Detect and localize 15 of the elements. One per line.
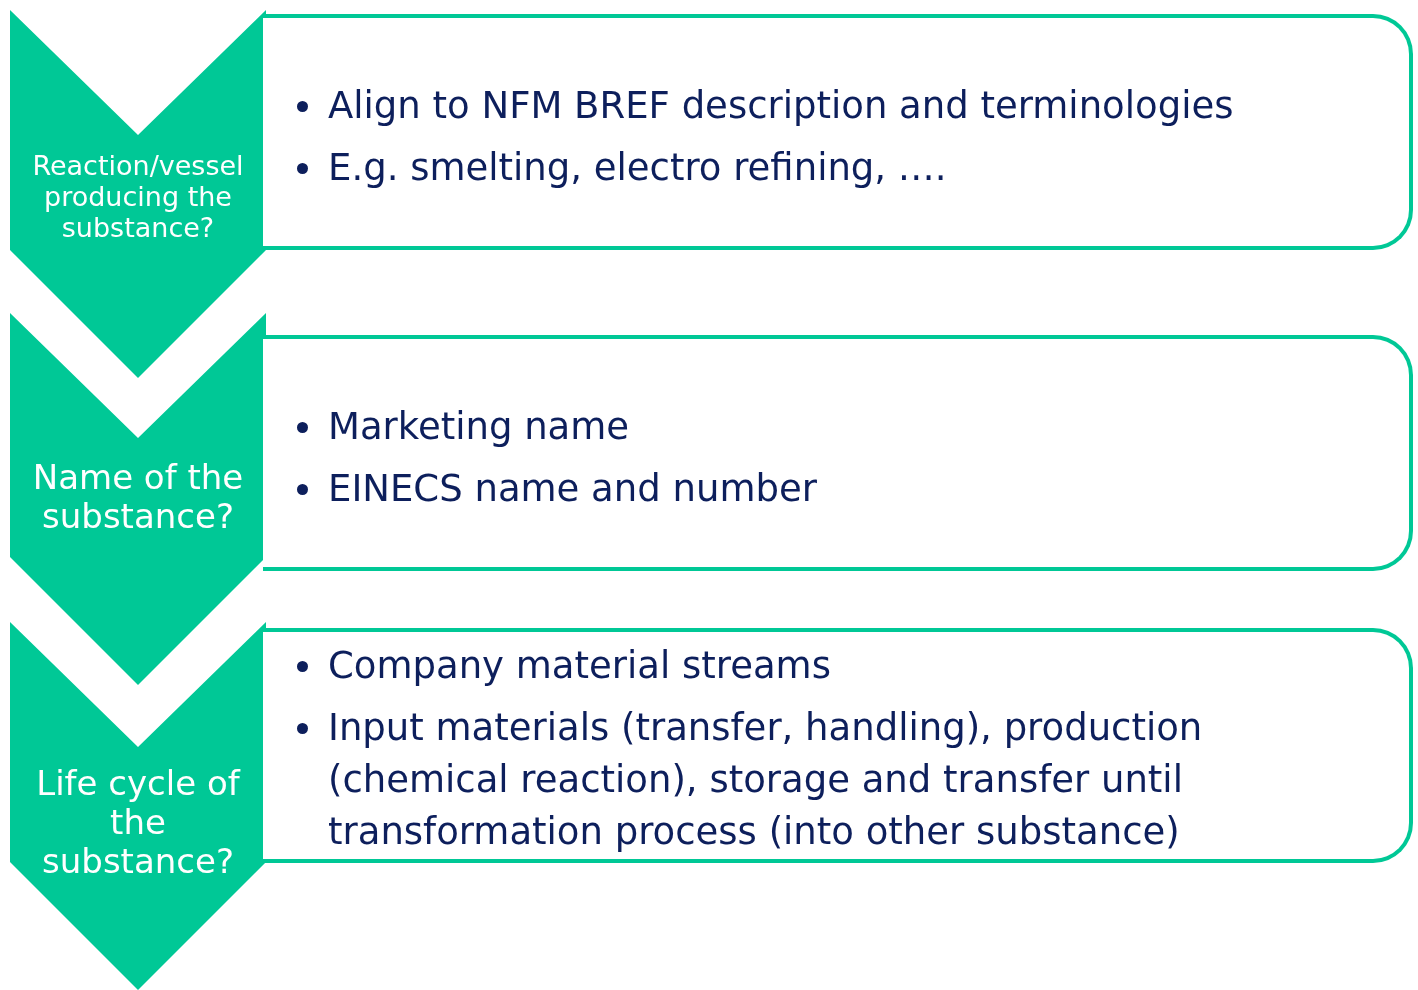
bullet-item: E.g. smelting, electro refining, ….	[293, 142, 1379, 194]
chevron-shape	[10, 622, 266, 990]
bullet-item: Marketing name	[293, 401, 1379, 453]
step-label: Reaction/vessel producing the substance?	[31, 150, 245, 244]
bullet-item: Input materials (transfer, handling), production (chemical reaction), storage and transfer until transformation process (into other substance)	[293, 702, 1379, 858]
bullet-item: EINECS name and number	[293, 463, 1379, 515]
content-panel	[263, 628, 1413, 863]
content-panel	[263, 335, 1413, 571]
chevron-shape	[10, 313, 266, 685]
bullet-item: Company material streams	[293, 640, 1379, 692]
content-panel	[263, 14, 1413, 250]
step-label: Name of the substance?	[31, 458, 245, 537]
step-label: Life cycle of the substance?	[35, 764, 242, 882]
chevron-shape	[10, 10, 266, 378]
bullet-item: Align to NFM BREF description and terminologies	[293, 80, 1379, 132]
